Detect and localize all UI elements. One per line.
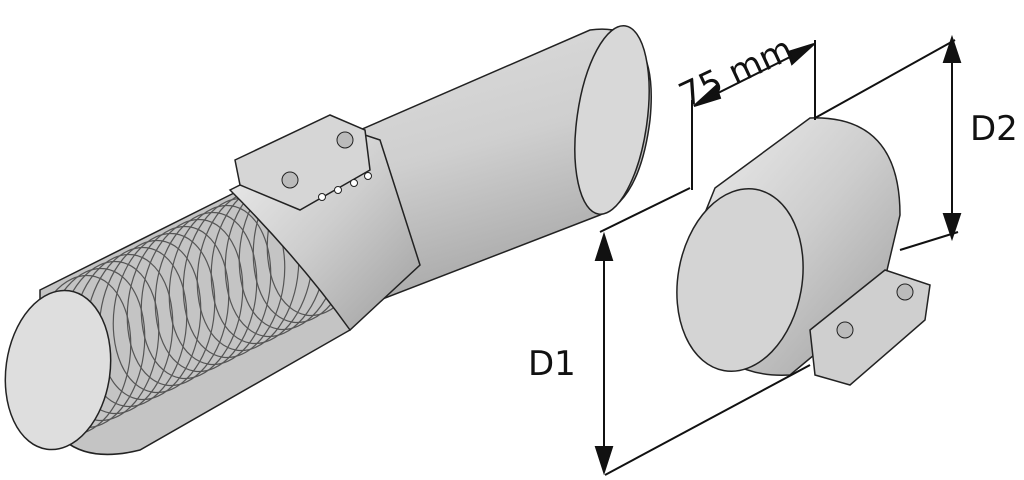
clamp-holes [318,172,372,201]
corrugation-ridge [168,204,272,366]
bolt-heads [836,283,914,339]
clamp-product [676,117,931,386]
d2-label: D2 [970,109,1018,149]
pipe-end [574,25,650,215]
dimension-lines [594,34,962,476]
corrugation-ridge [98,239,202,401]
pipe-assembly [4,25,652,456]
corrugation-ridge [154,211,258,373]
bolt-heads [281,131,354,189]
d1-label: D1 [528,344,576,384]
corrugated-pipe-end [4,289,112,451]
length-label: 75 mm [673,29,799,116]
corrugation-ridge [140,218,244,380]
corrugation-ridge [112,232,216,394]
corrugation-ridge [126,225,230,387]
clamp-front-face [676,188,804,372]
clamp-bolt-block [234,114,371,211]
